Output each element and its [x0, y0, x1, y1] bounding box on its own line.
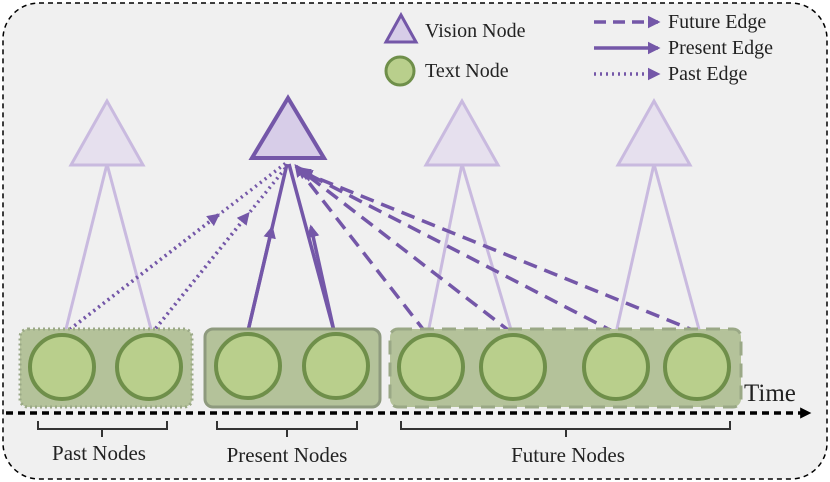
legend-past-edge: Past Edge — [668, 63, 748, 85]
past-edges — [63, 161, 290, 335]
future-edges — [294, 164, 701, 335]
triangle-icon — [383, 11, 419, 44]
text-node-present-1 — [214, 332, 282, 400]
text-node-past-1 — [28, 333, 96, 401]
text-node-future-4 — [663, 333, 731, 401]
legend-future-edge: Future Edge — [668, 11, 766, 33]
circle-icon — [384, 55, 416, 87]
vision-node-present — [248, 94, 328, 160]
faded-vision-nodes — [63, 97, 702, 334]
text-node-future-2 — [479, 333, 547, 401]
vision-node-faded-1 — [68, 97, 146, 167]
text-node-future-3 — [582, 333, 650, 401]
vision-node-faded-3 — [615, 97, 693, 167]
future-nodes-label: Future Nodes — [511, 443, 625, 467]
text-node-past-2 — [115, 333, 183, 401]
legend-vision-node: Vision Node — [425, 20, 526, 42]
text-node-present-2 — [302, 332, 370, 400]
vision-node-faded-2 — [423, 97, 501, 167]
group-brackets — [37, 421, 731, 437]
text-node-future-1 — [397, 333, 465, 401]
legend-present-edge: Present Edge — [668, 37, 773, 59]
legend: Vision Node Text Node Future Edge Presen… — [383, 11, 773, 87]
future-group-box — [388, 327, 743, 409]
present-nodes-label: Present Nodes — [227, 443, 348, 467]
present-edges — [246, 163, 336, 332]
past-nodes-label: Past Nodes — [52, 441, 146, 465]
text-nodes — [28, 332, 731, 401]
time-label: Time — [744, 380, 796, 407]
legend-text-node: Text Node — [425, 60, 509, 82]
